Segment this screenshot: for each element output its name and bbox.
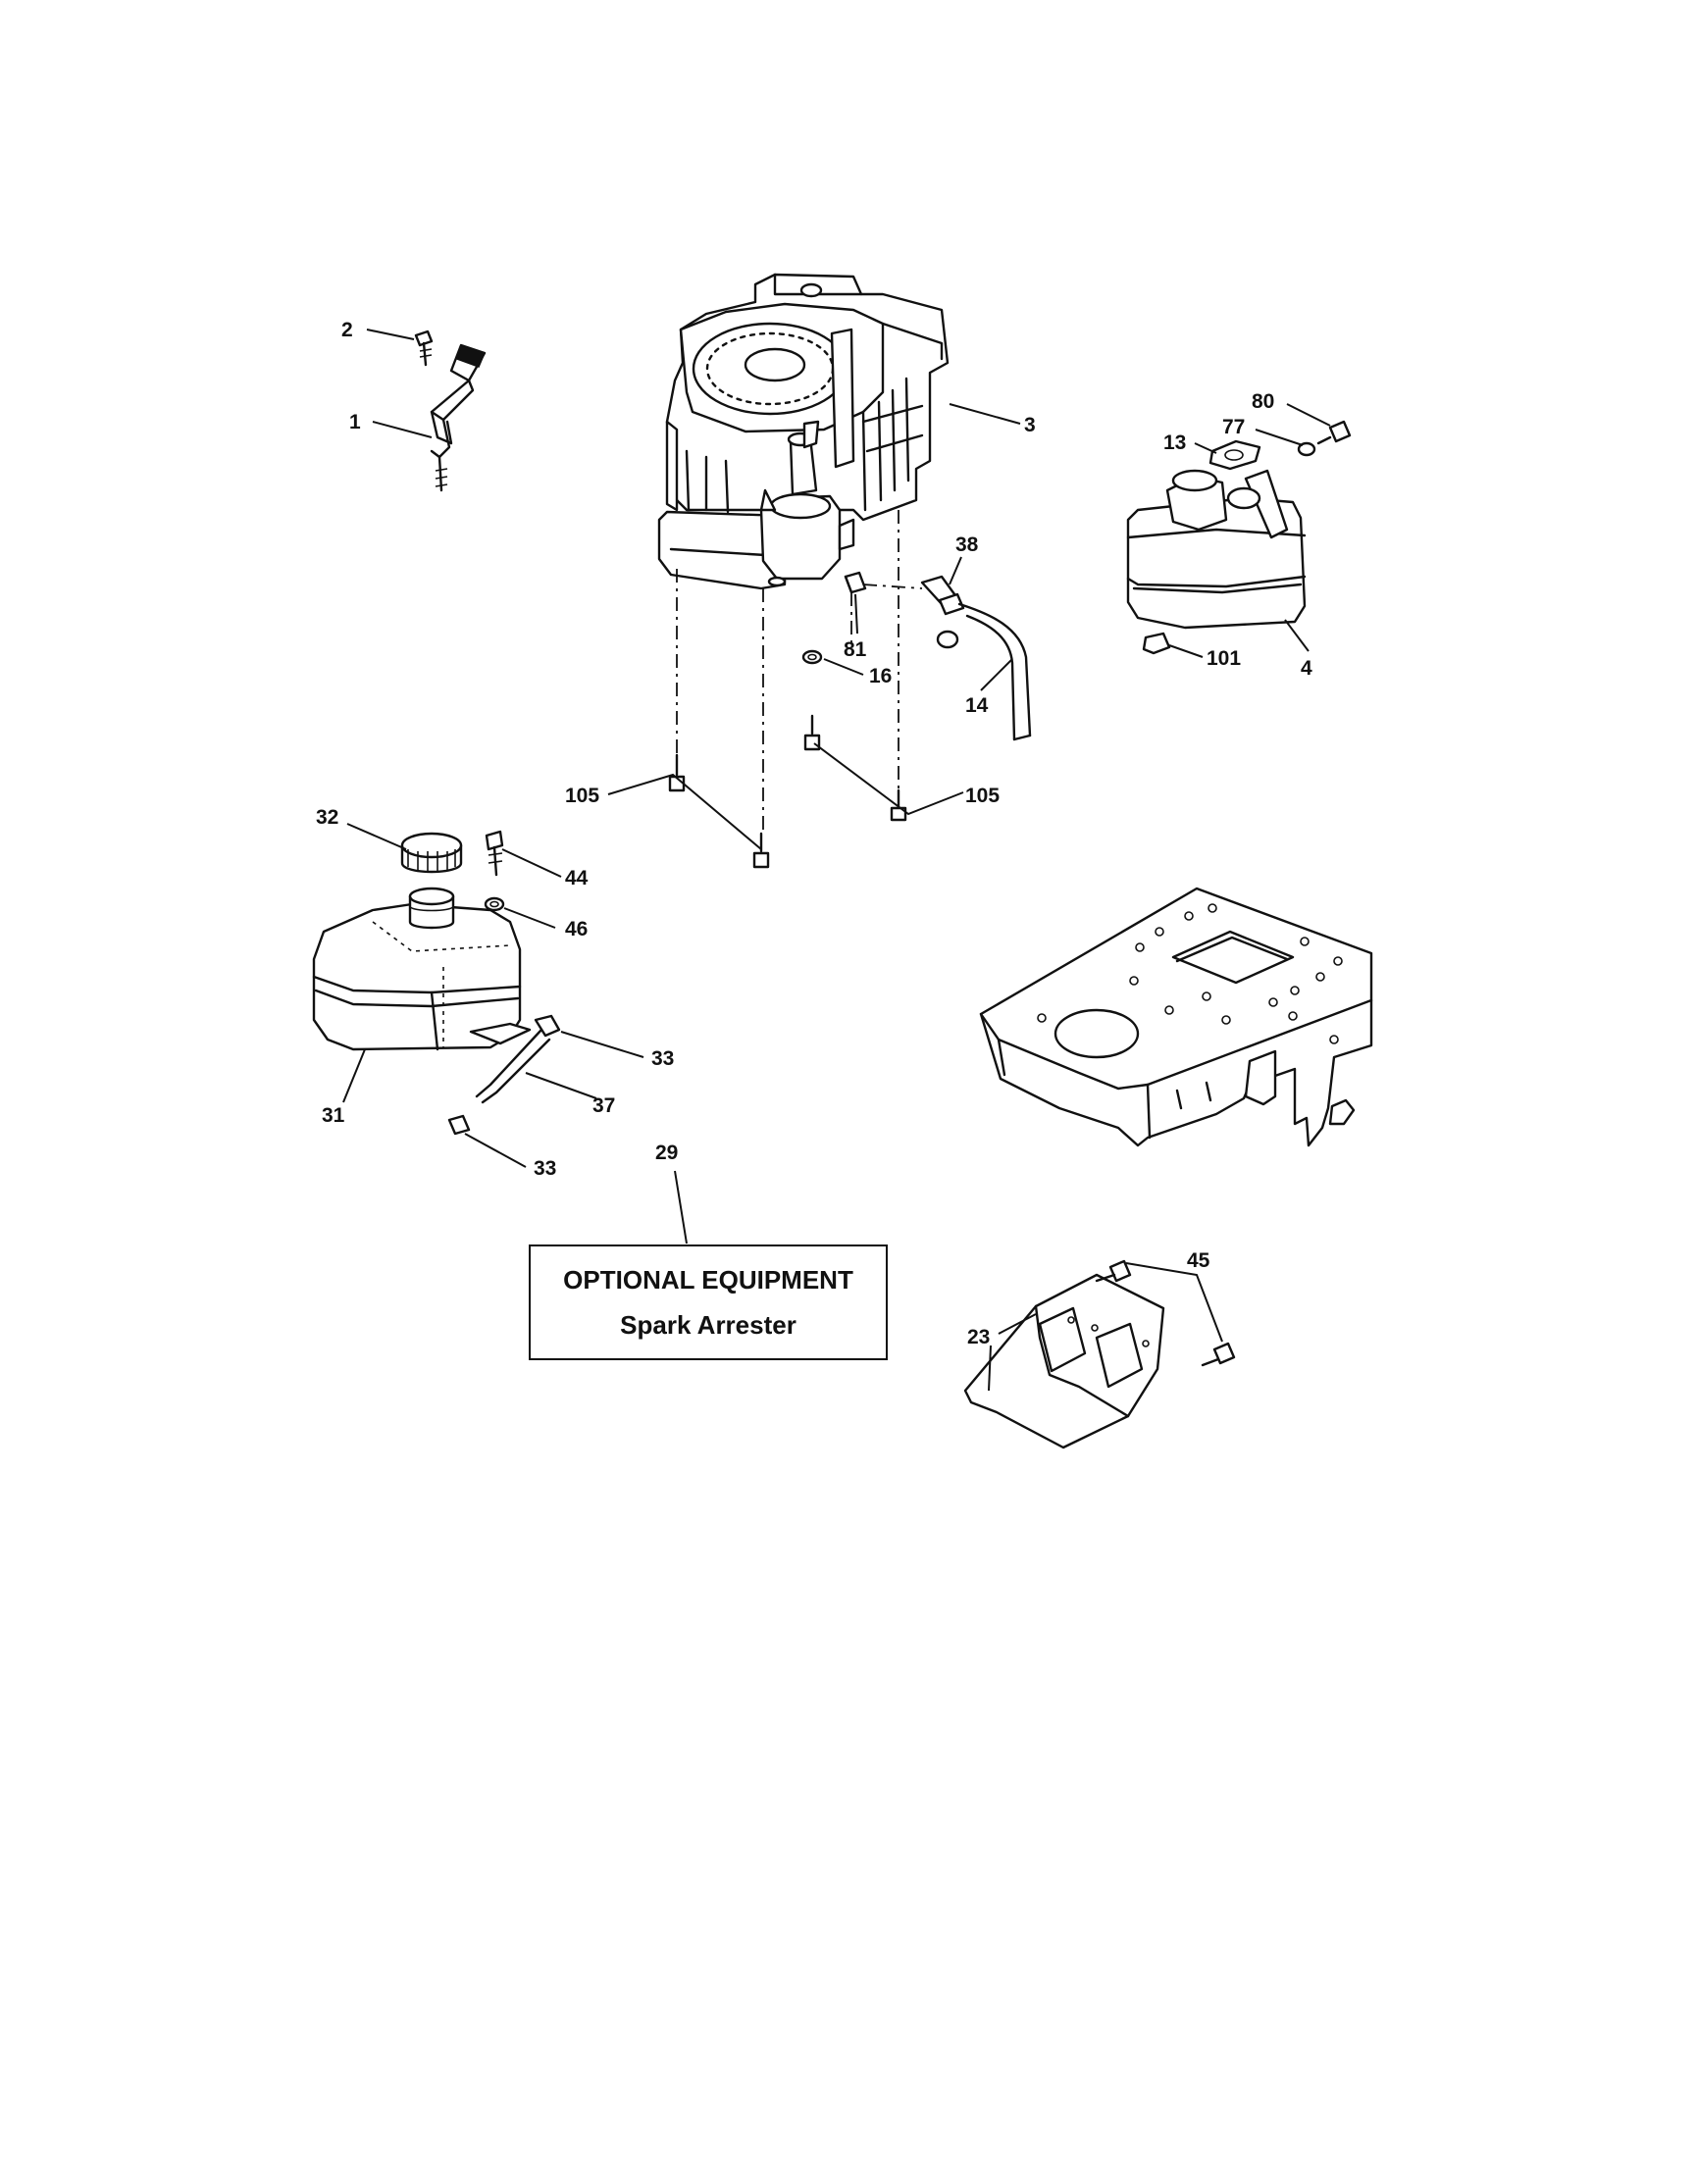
- fuel-line-part-14: [957, 602, 1032, 741]
- optional-equipment-title: OPTIONAL EQUIPMENT: [563, 1265, 853, 1295]
- callout-44: 44: [565, 867, 589, 889]
- muffler-part: [1126, 469, 1307, 630]
- screw-part-2: [414, 330, 434, 367]
- callout-13: 13: [1163, 432, 1186, 454]
- bolt-part-105-a: [668, 753, 686, 792]
- callout-29: 29: [655, 1142, 678, 1164]
- leader-lines: [342, 329, 1331, 1392]
- gasket-part-13: [1208, 439, 1261, 471]
- throttle-control-part: [430, 343, 487, 492]
- callout-105-b: 105: [965, 785, 1000, 807]
- fuel-filter-part-38: [920, 575, 965, 649]
- nut-part-101: [1142, 632, 1171, 655]
- callout-105-a: 105: [565, 785, 599, 807]
- washer-part-16: [801, 649, 823, 665]
- screw-part-80: [1316, 420, 1352, 445]
- fuel-hose-part-37: [475, 1028, 551, 1104]
- washer-part-46: [484, 896, 505, 912]
- callout-3: 3: [1024, 414, 1036, 436]
- engine-base-plate-part: [979, 887, 1373, 1147]
- callout-31: 31: [322, 1104, 345, 1127]
- bolt-part-105-b: [752, 832, 770, 869]
- bolt-part-81: [844, 571, 867, 594]
- callout-1: 1: [349, 411, 361, 433]
- callout-33-a: 33: [651, 1047, 674, 1070]
- engine-part: [657, 273, 950, 590]
- bolt-part-105-c: [803, 714, 821, 751]
- callout-4: 4: [1301, 657, 1312, 680]
- heat-shield-part: [963, 1273, 1165, 1449]
- callout-77: 77: [1222, 416, 1245, 438]
- callout-46: 46: [565, 918, 588, 940]
- callout-81: 81: [844, 638, 867, 661]
- screw-part-44: [485, 830, 504, 877]
- callout-14: 14: [965, 694, 989, 717]
- callout-101: 101: [1207, 647, 1241, 670]
- fuel-tank-part: [312, 887, 532, 1051]
- clamp-part-33-b: [447, 1114, 471, 1136]
- callout-labels: 2 1 3 80 77 13 38 81 16 14 101 4 105 105…: [316, 319, 1312, 1348]
- callout-32: 32: [316, 806, 338, 829]
- optional-equipment-subtitle: Spark Arrester: [620, 1310, 797, 1340]
- callout-80: 80: [1252, 390, 1274, 413]
- callout-45: 45: [1187, 1249, 1210, 1272]
- bolt-part-105-d: [890, 788, 907, 822]
- screw-part-45-b: [1201, 1342, 1236, 1367]
- clamp-part-33-a: [534, 1014, 561, 1038]
- fuel-cap-part-32: [400, 832, 463, 874]
- optional-equipment-box: OPTIONAL EQUIPMENT Spark Arrester: [529, 1244, 888, 1360]
- callout-2: 2: [341, 319, 353, 341]
- alignment-lines: [676, 510, 923, 832]
- callout-23: 23: [967, 1326, 990, 1348]
- washer-part-77: [1297, 441, 1316, 457]
- callout-16: 16: [869, 665, 892, 687]
- callout-37: 37: [592, 1094, 615, 1117]
- callout-33-b: 33: [534, 1157, 556, 1180]
- screw-part-45-a: [1095, 1259, 1132, 1283]
- callout-38: 38: [955, 533, 979, 556]
